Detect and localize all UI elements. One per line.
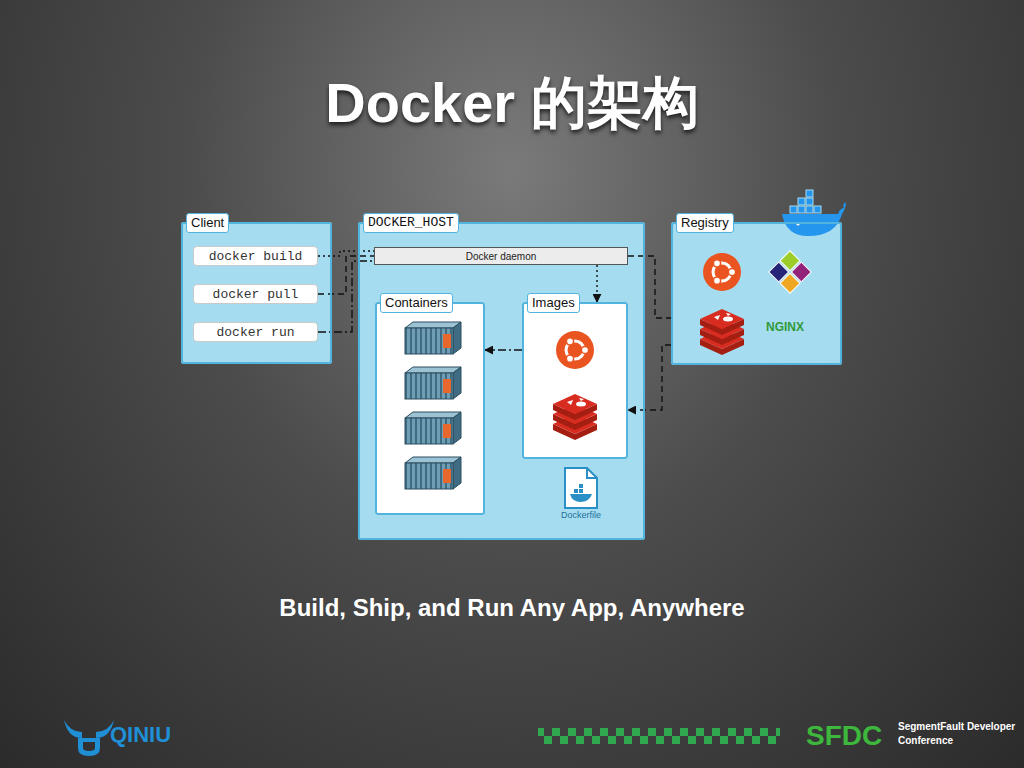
daemon-bar: Docker daemon: [374, 247, 628, 265]
box-heading: Client: [186, 213, 229, 233]
client-box: Clientdocker builddocker pulldocker run: [181, 222, 332, 364]
box-text: docker pull: [213, 287, 299, 302]
box-fill: [375, 302, 485, 515]
box-fill: [522, 302, 628, 459]
box-text: docker run: [216, 325, 294, 340]
connector: [485, 349, 522, 350]
command-pill: docker run: [193, 322, 318, 342]
connector: [318, 251, 374, 256]
sponsor-logo-text: QINIU: [110, 722, 171, 748]
box-heading: DOCKER_HOST: [363, 213, 459, 233]
connector: [628, 345, 671, 410]
docker-host-box: DOCKER_HOSTDocker daemonContainersImages: [358, 222, 645, 540]
connector: [628, 256, 671, 318]
connector: [596, 265, 597, 302]
box-fill: [671, 222, 842, 365]
nginx-logo-text: NGINX: [766, 320, 804, 334]
file-caption: Dockerfile: [551, 510, 611, 520]
box-heading: Images: [527, 293, 580, 313]
slide-title: Docker 的架构: [0, 66, 1024, 142]
conference-name: SegmentFault Developer Conference: [898, 720, 1018, 748]
box-text: Docker daemon: [466, 251, 537, 262]
box-fill: [181, 222, 332, 364]
registry-box: Registry: [671, 222, 842, 365]
command-pill: docker build: [193, 246, 318, 266]
command-pill: docker pull: [193, 284, 318, 304]
connector: [318, 261, 374, 332]
images-box: Images: [522, 302, 628, 459]
slide-caption: Build, Ship, and Run Any App, Anywhere: [0, 594, 1024, 622]
conference-logo-text: SFDC: [806, 720, 882, 752]
box-heading: Registry: [676, 213, 734, 233]
box-fill: [358, 222, 645, 540]
box-text: docker build: [209, 249, 303, 264]
containers-box: Containers: [375, 302, 485, 515]
box-heading: Containers: [380, 293, 453, 313]
